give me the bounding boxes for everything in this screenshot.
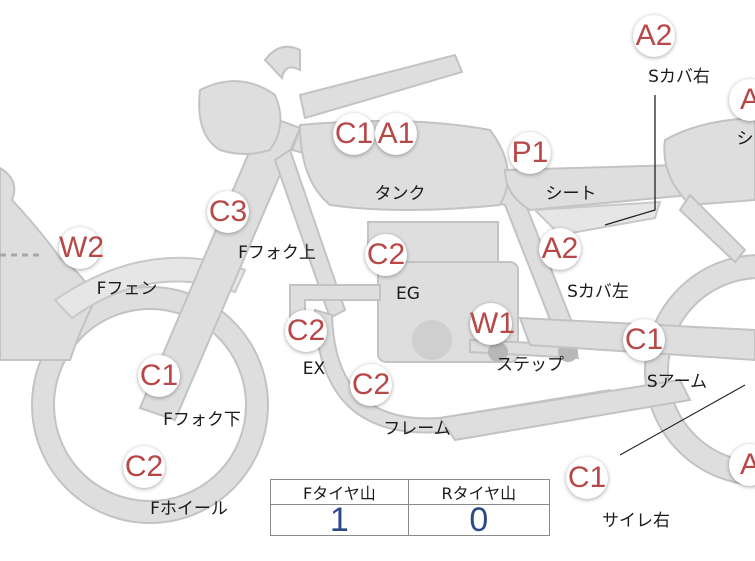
front-tire-value: 1 — [270, 503, 409, 537]
tank-code-1: C1 — [333, 113, 375, 155]
step-peg-left — [488, 342, 508, 362]
rear-cowl-shape — [663, 116, 755, 207]
fwheel-label: Fホイール — [150, 499, 228, 519]
ffork-top-label: Fフォク上 — [238, 243, 316, 263]
ffender-label: Fフェン — [96, 279, 158, 299]
exhaust-label: EX — [302, 359, 326, 379]
handlebar-shape — [263, 45, 301, 81]
scover-right-label: Sカバ右 — [648, 67, 710, 87]
silencer-label: サイレ右 — [602, 511, 670, 531]
leader-line-silencer — [619, 384, 746, 456]
tire-table-header-row: Fタイヤ山 Rタイヤ山 — [270, 479, 551, 505]
handlebar-right — [298, 53, 464, 120]
rear-subframe-shape — [678, 193, 747, 264]
headlight-shape — [198, 80, 282, 155]
ffork-bottom-label: Fフォク下 — [163, 410, 241, 430]
front-fork-shape — [138, 113, 302, 422]
top-right-label: シ — [736, 129, 754, 149]
bottom-right-code-badge: A — [729, 444, 755, 486]
tank-code-2: A1 — [375, 113, 417, 155]
ffender-code-badge: W2 — [59, 227, 104, 269]
leader-line-scover — [604, 95, 656, 226]
tank-label: タンク — [374, 184, 426, 204]
step-code-badge: W1 — [470, 303, 515, 345]
scover-left-code-badge: A2 — [539, 228, 581, 270]
fwheel-code-badge: C2 — [123, 446, 165, 488]
side-cover-shape — [532, 200, 662, 237]
silencer-shape — [438, 378, 692, 442]
scover-right-code-badge: A2 — [633, 15, 675, 57]
seat-code-badge: P1 — [509, 132, 551, 174]
tire-table-value-row: 1 0 — [270, 503, 551, 537]
sarm-code-badge: C1 — [623, 319, 665, 361]
frame-label: フレーム — [383, 419, 451, 439]
scover-left-label: Sカバ左 — [567, 282, 629, 302]
ffork-top-code-badge: C3 — [207, 191, 249, 233]
step-label: ステップ — [496, 355, 564, 375]
engine-code-badge: C2 — [365, 234, 407, 276]
frame-code-badge: C2 — [350, 364, 392, 406]
engine-cover — [412, 320, 452, 360]
engine-label: EG — [396, 284, 420, 304]
tire-tread-table: Fタイヤ山 Rタイヤ山 1 0 — [270, 479, 551, 537]
seat-label: シート — [545, 184, 597, 204]
exhaust-code-badge: C2 — [285, 310, 327, 352]
silencer-code-badge: C1 — [566, 457, 608, 499]
rear-tire-value: 0 — [407, 503, 551, 537]
sarm-label: Sアーム — [646, 372, 708, 392]
ffork-bottom-code-badge: C1 — [138, 355, 180, 397]
rear-tire-header: Rタイヤ山 — [407, 479, 551, 505]
